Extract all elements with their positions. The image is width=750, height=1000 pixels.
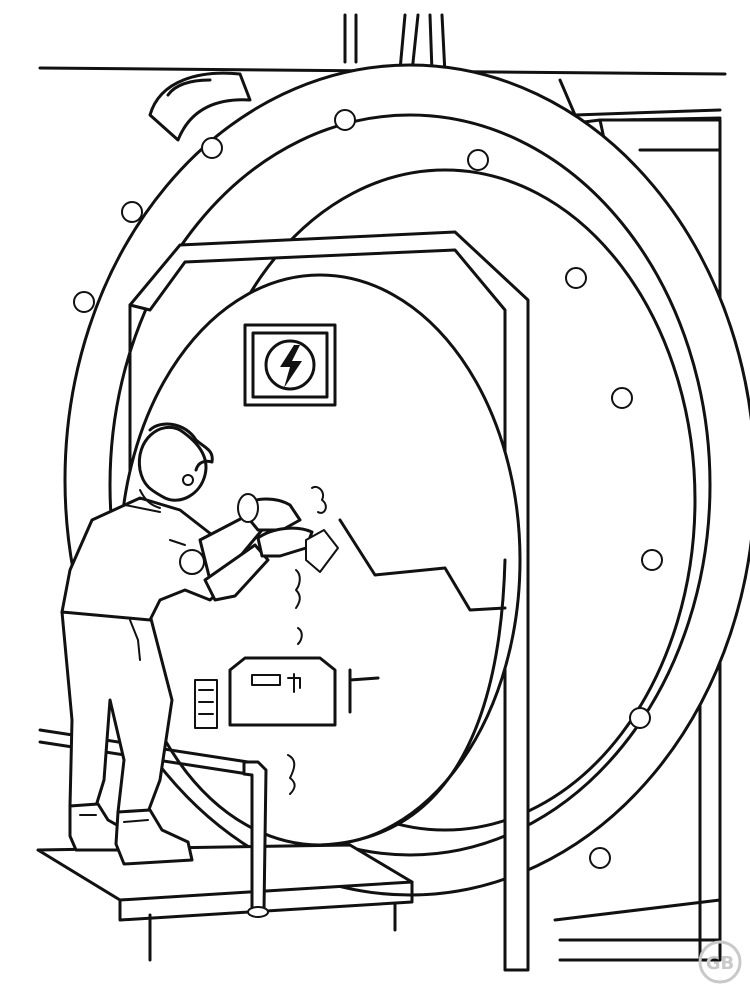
rivet xyxy=(612,388,632,408)
shoulder-patch xyxy=(180,550,204,574)
rivet xyxy=(630,708,650,728)
rivet xyxy=(335,110,355,130)
rivet xyxy=(566,268,586,288)
rivet xyxy=(468,150,488,170)
rivet xyxy=(590,848,610,868)
warning-sign xyxy=(245,325,335,405)
rivet xyxy=(74,292,94,312)
rivet xyxy=(642,550,662,570)
scraper-tool xyxy=(238,494,258,522)
lightning-bolt-icon xyxy=(280,345,302,388)
rivet xyxy=(202,138,222,158)
right-boot xyxy=(116,810,192,864)
rivet xyxy=(122,202,142,222)
platform xyxy=(38,845,412,960)
watermark-logo: GB xyxy=(700,942,740,982)
watermark-text: GB xyxy=(706,953,735,974)
worker-figure xyxy=(62,424,338,864)
door-rivets xyxy=(74,110,662,868)
control-panel xyxy=(195,658,378,728)
